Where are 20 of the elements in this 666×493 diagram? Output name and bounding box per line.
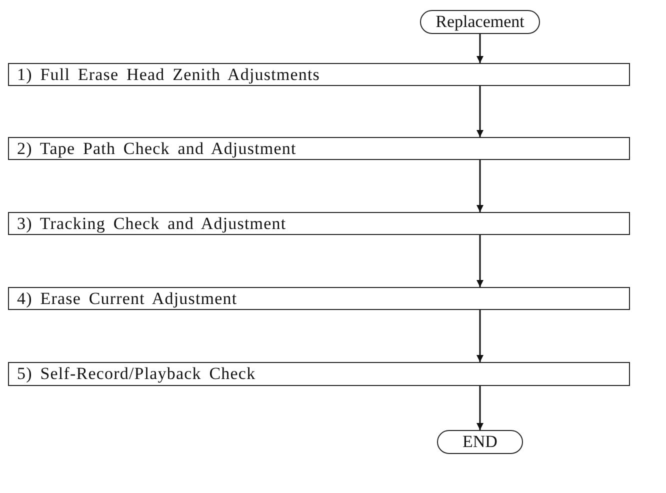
- process-box: [8, 212, 630, 235]
- step-label: 5) Self-Record/Playback Check: [17, 364, 256, 384]
- step-label: 2) Tape Path Check and Adjustment: [17, 138, 296, 158]
- arrow: [476, 86, 484, 137]
- arrow: [476, 160, 484, 212]
- step-label: END: [462, 432, 498, 452]
- process-box: [8, 137, 630, 160]
- step-label: 3) Tracking Check and Adjustment: [17, 214, 286, 234]
- step-label: 4) Erase Current Adjustment: [17, 288, 238, 308]
- process-box: [8, 287, 630, 310]
- process-box: [8, 63, 630, 86]
- step-label: Replacement: [436, 12, 524, 32]
- terminal-pill: [437, 430, 523, 454]
- arrow: [476, 386, 484, 430]
- arrow: [476, 235, 484, 287]
- arrow: [476, 310, 484, 362]
- step-label: 1) Full Erase Head Zenith Adjustments: [17, 64, 320, 84]
- arrow: [476, 34, 484, 63]
- terminal-pill: [420, 10, 540, 34]
- process-box: [8, 362, 630, 386]
